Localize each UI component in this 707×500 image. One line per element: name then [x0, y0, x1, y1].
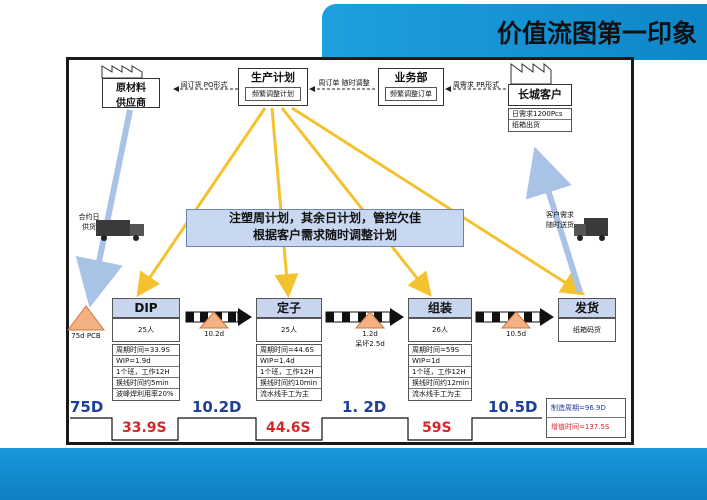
customer-roof: [510, 62, 552, 85]
dingzi-stat-3: 换线时间约10min: [257, 378, 321, 389]
ship-arrow: [525, 146, 583, 293]
customer-info: 日需求1200Pcs 纸箱出货: [508, 108, 572, 132]
lead-time-2: 1. 2D: [342, 398, 387, 416]
plan-arrow-assy: [280, 107, 432, 297]
summary-value-time: 增值时间=137.5S: [551, 423, 610, 431]
planning-note-line1: 注塑周计划，其余日计划，管控欠佳: [228, 211, 421, 225]
process-dip-people: 25人: [112, 318, 180, 342]
page-title: 价值流图第一印象: [496, 19, 697, 48]
customer-pack: 纸箱出货: [512, 121, 540, 129]
assy-stat-0: 周期时间=59S: [409, 345, 471, 356]
plan-arrow-dingzi: [270, 107, 299, 298]
dip-stat-4: 波峰焊利用率20%: [116, 390, 174, 398]
dip-stat-3: 换线时间约5min: [113, 378, 179, 389]
sales-sub: 频繁调整订单: [385, 87, 437, 101]
supply-arrow: [75, 109, 133, 308]
dip-stat-2: 1个班，工作12H: [113, 367, 179, 378]
process-dingzi-stats: 周期时间=44.6S WIP=1.4d 1个班，工作12H 换线时间约10min…: [256, 344, 322, 401]
dip-stat-1: WIP=1.9d: [113, 356, 179, 367]
inventory-assy-ship: 10.5d: [505, 330, 527, 338]
bottom-band: [0, 448, 707, 500]
lead-time-0: 75D: [70, 398, 104, 416]
inventory-dip-dingzi: 10.2d: [203, 330, 225, 338]
flow-label-pr: 周需求 PR形式: [452, 81, 500, 89]
flow-label-po: 阔订货 PO形式: [180, 81, 228, 89]
inventory-triangle-1: [198, 311, 230, 329]
dingzi-stat-1: WIP=1.4d: [257, 356, 321, 367]
customer-demand: 日需求1200Pcs: [509, 109, 571, 120]
inventory-triangle-raw: [67, 305, 105, 331]
planning-note-line2: 根据客户需求随时调整计划: [252, 228, 397, 242]
customer-box: 长城客户: [508, 84, 572, 106]
supplier-roof: [101, 65, 143, 79]
timeline-summary: 制造周期=96.9D 增值时间=137.5S: [546, 398, 626, 438]
truck-icon-customer: [574, 218, 608, 241]
title-bar: 价值流图第一印象: [322, 4, 707, 60]
process-dingzi-head: 定子: [256, 298, 322, 318]
cycle-time-2: 59S: [422, 420, 452, 436]
flow-label-weekly: 周订单 随时调整: [318, 79, 370, 87]
flow-label-cust-ship: 客户需求 随时送货: [546, 211, 574, 229]
plan-arrow-dip: [136, 107, 267, 297]
timeline-ladder: [70, 417, 542, 441]
summary-lead-time: 制造周期=96.9D: [547, 399, 625, 418]
lead-time-1: 10.2D: [192, 398, 242, 416]
assy-stat-3: 换线时间约12min: [409, 378, 471, 389]
planning-box: 生产计划 频繁调整计划: [238, 68, 308, 106]
assy-stat-2: 1个班，工作12H: [409, 367, 471, 378]
push-arrow-3: [475, 308, 554, 326]
flow-label-supply: 合约日 供货: [78, 213, 100, 231]
customer-name: 长城客户: [518, 88, 562, 101]
inventory-triangle-3: [500, 311, 532, 329]
process-assy-head: 组装: [408, 298, 472, 318]
assy-stat-1: WIP=1d: [409, 356, 471, 367]
process-assy-stats: 周期时间=59S WIP=1d 1个班，工作12H 换线时间约12min 流水线…: [408, 344, 472, 401]
process-ship-sub: 纸箱码货: [558, 318, 616, 342]
planning-sub: 频繁调整计划: [245, 87, 301, 101]
supplier-name-2: 供应商: [116, 98, 146, 109]
sales-name: 业务部: [394, 71, 428, 84]
inventory-dingzi-assy-defect: 呆坏2.5d: [355, 340, 385, 348]
dip-stat-0: 周期时间=33.9S: [113, 345, 179, 356]
dingzi-stat-4: 流水线手工为主: [260, 390, 309, 398]
process-dip-stats: 周期时间=33.9S WIP=1.9d 1个班，工作12H 换线时间约5min …: [112, 344, 180, 401]
planning-name: 生产计划: [251, 71, 295, 84]
sales-box: 业务部 频繁调整订单: [378, 68, 444, 106]
planning-note: 注塑周计划，其余日计划，管控欠佳 根据客户需求随时调整计划: [186, 209, 464, 247]
assy-stat-4: 流水线手工为主: [412, 390, 461, 398]
inventory-triangle-2: [354, 311, 386, 329]
dingzi-stat-2: 1个班，工作12H: [257, 367, 321, 378]
process-assy-people: 26人: [408, 318, 472, 342]
lead-time-3: 10.5D: [488, 398, 538, 416]
process-dip-head: DIP: [112, 298, 180, 318]
supplier-box: 原材料 供应商: [102, 78, 160, 109]
truck-icon-supply: [96, 220, 144, 241]
cycle-time-0: 33.9S: [122, 420, 167, 436]
inventory-dingzi-assy: 1.2d: [362, 330, 378, 338]
dingzi-stat-0: 周期时间=44.6S: [257, 345, 321, 356]
inventory-raw: 75d PCB: [71, 332, 101, 340]
process-dingzi-people: 25人: [256, 318, 322, 342]
process-ship-head: 发货: [558, 298, 616, 318]
supplier-name-1: 原材料: [116, 83, 146, 94]
cycle-time-1: 44.6S: [266, 420, 311, 436]
plan-arrow-ship: [291, 106, 586, 296]
